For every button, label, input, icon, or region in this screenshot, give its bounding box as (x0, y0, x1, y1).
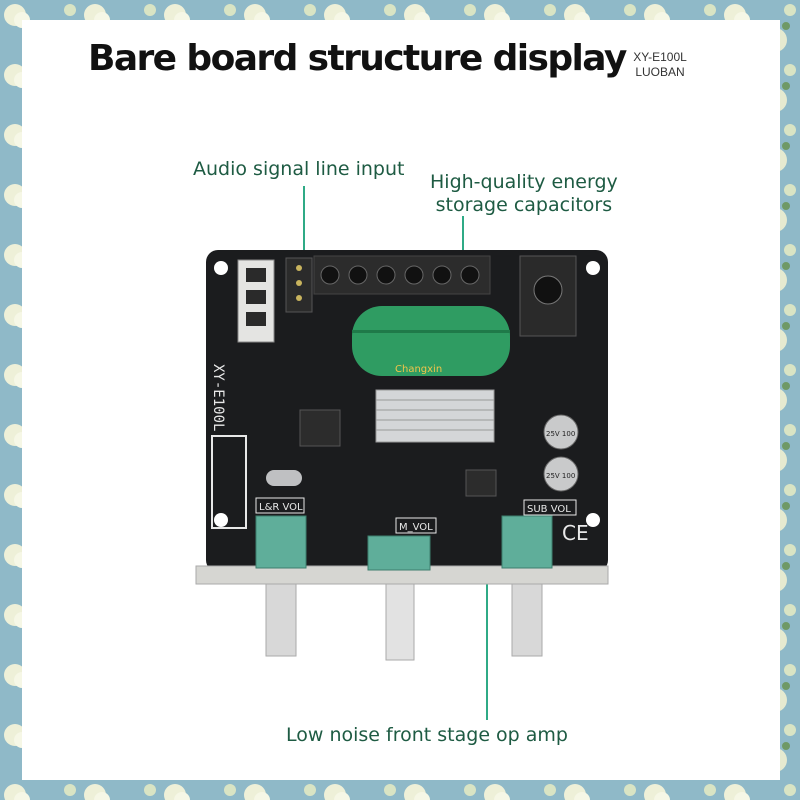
op-amp-chip (465, 469, 497, 497)
chip (299, 409, 341, 447)
heatsink (375, 389, 495, 443)
knob-shaft-m (385, 583, 415, 661)
pot-label-m: M_VOL (399, 522, 433, 533)
bluetooth-antenna (211, 435, 247, 529)
callout-capacitors-line1: High-quality energy (430, 171, 618, 193)
small-capacitor (543, 414, 579, 450)
ce-mark: CE (562, 521, 589, 545)
capacitor-brand: Changxin (395, 364, 442, 375)
potentiometer-sub (501, 515, 553, 569)
callout-audio-input: Audio signal line input (193, 158, 405, 180)
mounting-hole (586, 261, 600, 275)
small-capacitor (543, 456, 579, 492)
model-number: XY-E100L (633, 50, 687, 64)
pot-label-lr: L&R VOL (259, 502, 303, 513)
mounting-hole (214, 261, 228, 275)
small-capacitor-label: 25V 100 (546, 430, 575, 438)
crystal (266, 470, 302, 486)
potentiometer-m (367, 535, 431, 571)
mounting-hole (214, 513, 228, 527)
callout-capacitors: High-quality energy storage capacitors (430, 171, 618, 217)
small-capacitor-label: 25V 100 (546, 472, 575, 480)
silkscreen-model: XY-E100L (210, 364, 226, 431)
energy-storage-capacitor (352, 306, 510, 376)
brand-name: LUOBAN (635, 65, 685, 79)
potentiometer-lr (255, 515, 307, 569)
knob-shaft-sub (511, 583, 543, 657)
page-title: Bare board structure display (88, 38, 627, 79)
callout-op-amp: Low noise front stage op amp (286, 724, 568, 746)
knob-shaft-lr (265, 583, 297, 657)
callout-capacitors-line2: storage capacitors (435, 194, 613, 216)
model-label: XY-E100L LUOBAN (600, 50, 720, 80)
mounting-hole (586, 513, 600, 527)
pot-label-sub: SUB VOL (527, 504, 571, 515)
